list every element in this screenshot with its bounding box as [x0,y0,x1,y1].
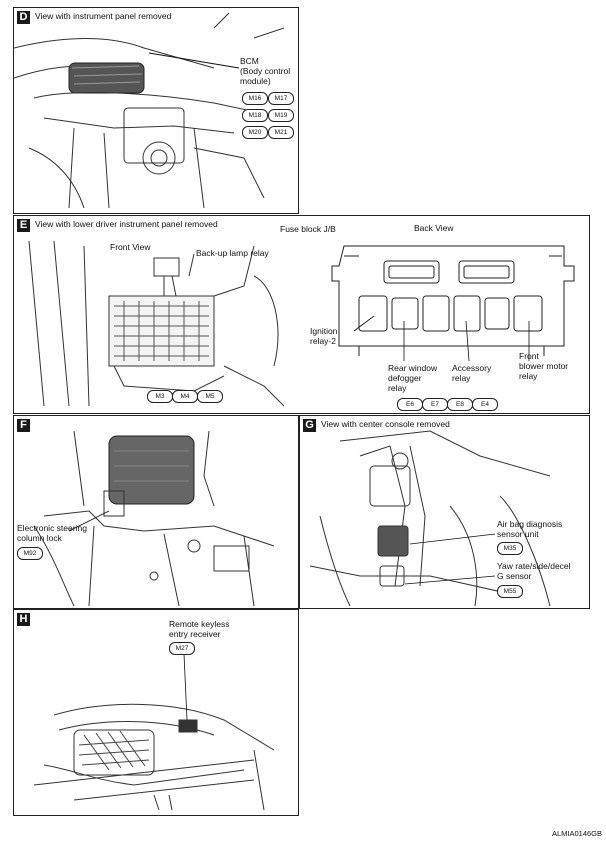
panel-g: G View with center console removed Air b… [299,415,590,609]
panel-f: F Electronic steering column lock M92 [13,415,299,609]
connector-m20: M20 [242,126,268,139]
steering-lock-line2: column lock [17,533,62,543]
connector-m16: M16 [242,92,268,105]
rear-defogger-line2: defogger [388,373,422,383]
front-view-label: Front View [110,242,151,252]
ignition-relay-line1: Ignition [310,326,338,336]
back-view-label: Back View [414,223,454,233]
fuse-block-illustration [28,240,575,407]
blower-relay-line3: relay [519,371,538,381]
connector-m3: M3 [147,390,173,403]
rke-receiver-line1: Remote keyless [169,619,230,629]
steering-column-illustration [33,430,275,607]
panel-g-letter: G [303,419,316,432]
rke-receiver-illustration [33,653,275,811]
panel-e: E View with lower driver instrument pane… [13,215,590,414]
panel-g-title: View with center console removed [321,419,450,429]
fuse-block-label: Fuse block J/B [280,224,336,234]
steering-lock-line1: Electronic steering [17,523,87,533]
connector-m17: M17 [268,92,294,105]
connector-e7: E7 [422,398,448,411]
airbag-sensor-line1: Air bag diagnosis [497,519,563,529]
blower-relay-line1: Front [519,351,539,361]
connector-e4: E4 [472,398,498,411]
rear-defogger-line1: Rear window [388,363,438,373]
connector-e8: E8 [447,398,473,411]
center-console-illustration [309,430,551,607]
connector-m35: M35 [497,542,523,555]
connector-e6: E6 [397,398,423,411]
rear-defogger-line3: relay [388,383,407,393]
connector-m5: M5 [197,390,223,403]
panel-h: H Remote keyless entry receiver M27 [13,609,299,816]
figure-code: ALMIA0146GB [551,829,602,838]
connector-m92: M92 [17,547,43,560]
connector-m55: M55 [497,585,523,598]
yaw-sensor-line1: Yaw rate/side/decel [497,561,571,571]
bcm-label: BCM [240,56,259,66]
instrument-panel-illustration [14,12,285,209]
accessory-relay-line2: relay [452,373,471,383]
connector-m19: M19 [268,109,294,122]
panel-h-letter: H [17,613,30,626]
connector-m18: M18 [242,109,268,122]
accessory-relay-line1: Accessory [452,363,492,373]
connector-m27: M27 [169,642,195,655]
panel-d-letter: D [17,11,30,24]
blower-relay-line2: blower motor [519,361,569,371]
connector-m4: M4 [172,390,198,403]
panel-e-letter: E [17,219,30,232]
panel-d-title: View with instrument panel removed [35,11,172,21]
bcm-desc-line2: module) [240,76,271,86]
rke-receiver-line2: entry receiver [169,629,221,639]
backup-lamp-relay-label: Back-up lamp relay [196,248,269,258]
yaw-sensor-line2: G sensor [497,571,532,581]
bcm-desc-line1: (Body control [240,66,291,76]
panel-e-title: View with lower driver instrument panel … [35,219,218,229]
panel-f-letter: F [17,419,30,432]
connector-m21: M21 [268,126,294,139]
ignition-relay-line2: relay-2 [310,336,336,346]
panel-d: D View with instrument panel removed BCM… [13,7,299,214]
airbag-sensor-line2: sensor unit [497,529,539,539]
